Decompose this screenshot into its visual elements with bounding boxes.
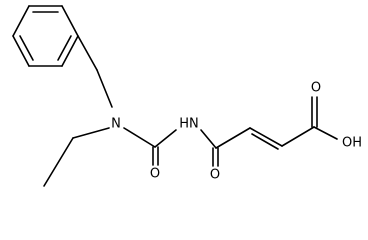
aromatic-inner-bond	[19, 35, 34, 61]
bond-urea-carbon-to-nh	[154, 129, 177, 148]
bond-ethyl-ch2-ch3	[43, 137, 74, 187]
chemical-structure: N O HN O O OH	[12, 5, 362, 187]
acid-carbonyl-oxygen-label: O	[311, 81, 321, 96]
amine-nitrogen-label: N	[111, 117, 121, 132]
bond-acid-carbon-to-oh	[313, 126, 338, 140]
bond-nh-to-amide-carbon	[200, 129, 217, 149]
bond	[61, 35, 79, 67]
urea-oxygen-label: O	[150, 167, 160, 182]
acid-hydroxyl-label: OH	[342, 136, 362, 151]
bond	[61, 5, 79, 37]
benzene-ring	[12, 5, 79, 67]
alkene-double-bond-b	[251, 133, 279, 150]
amide-nitrogen-label: HN	[179, 117, 199, 132]
bond-n-to-ethyl	[72, 127, 110, 139]
bond-ring-to-ch2	[77, 35, 98, 71]
bond-ch2-to-n	[96, 69, 113, 108]
bond	[12, 5, 30, 37]
bond-amide-carbon-to-alkene	[215, 127, 251, 149]
amide-oxygen-label: O	[210, 168, 220, 183]
bond	[12, 35, 30, 67]
aromatic-inner-bond	[57, 35, 72, 61]
alkene-double-bond-a	[249, 127, 283, 147]
bond-alkene-to-acid-carbon	[281, 126, 315, 147]
bond-n-to-urea-carbon	[123, 127, 156, 148]
